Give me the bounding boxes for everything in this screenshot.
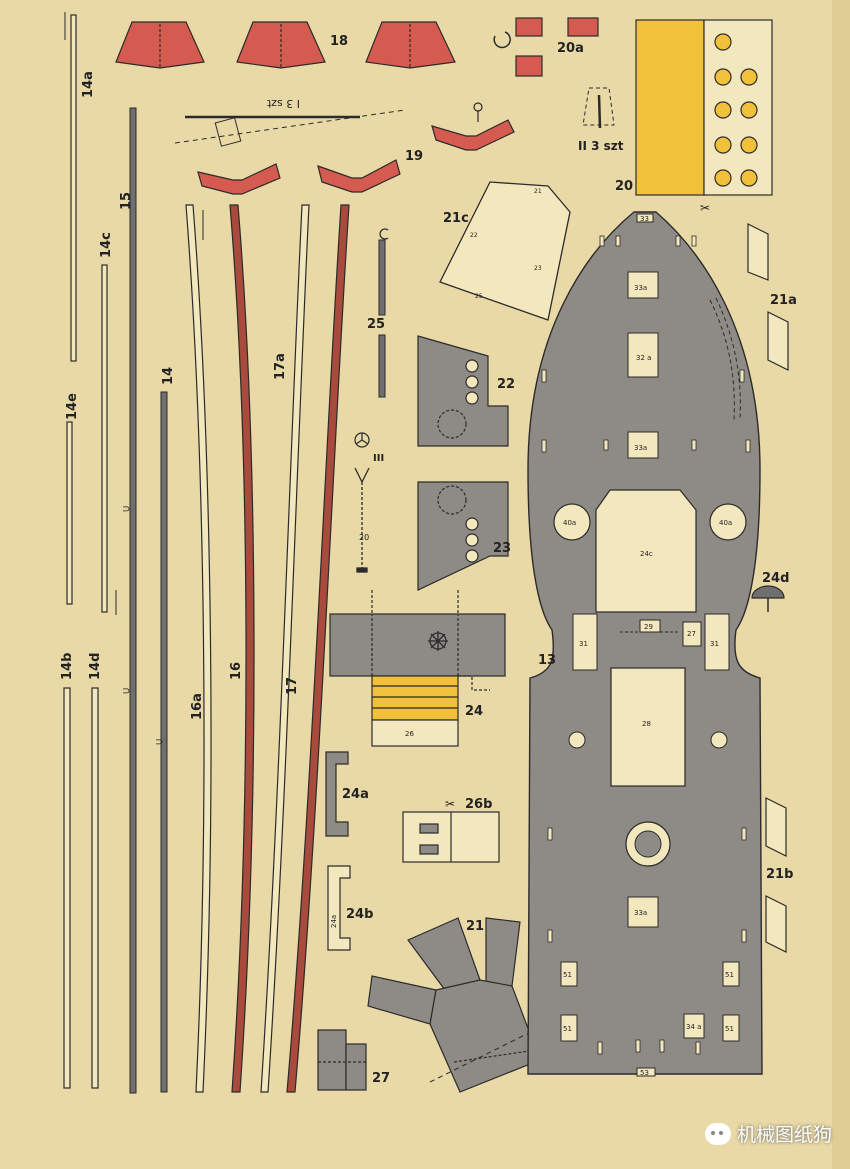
label-20: 20: [615, 179, 633, 194]
mark-29: 29: [644, 623, 653, 631]
mark-24a: 24a: [330, 915, 338, 928]
wechat-icon: [704, 1122, 731, 1145]
label-21a: 21a: [770, 293, 797, 308]
wheel-icon: [354, 432, 370, 448]
curl-icon: [493, 31, 511, 49]
label-16a: 16a: [190, 693, 205, 720]
mark-28: 28: [642, 720, 651, 728]
mark-51-2: 51: [725, 971, 734, 979]
mark-33-top: 33: [640, 215, 649, 223]
mark-40a-left: 40a: [563, 519, 576, 527]
mark-53: 53: [640, 1069, 649, 1077]
mark-24c: 24c: [640, 550, 653, 558]
label-20a: 20a: [557, 41, 584, 56]
mark-34a: 34 a: [686, 1023, 701, 1031]
mark-51-3: 51: [563, 1025, 572, 1033]
part-26b: [402, 811, 500, 863]
mark-51-1: 51: [563, 971, 572, 979]
part-24: [329, 590, 506, 747]
strip-group: [63, 12, 350, 1094]
label-21b: 21b: [766, 867, 793, 882]
part-13-deck: [527, 211, 763, 1077]
mark-22: 22: [470, 232, 478, 239]
tick-mark: ⊃: [122, 504, 130, 515]
mark-23: 23: [534, 265, 542, 272]
label-24d: 24d: [762, 571, 789, 586]
mark-III: III: [373, 453, 384, 464]
label-25: 25: [367, 317, 385, 332]
part-21c: 21 22 23 25: [439, 181, 571, 321]
part-22: [417, 335, 509, 447]
label-26b: 26b: [465, 797, 492, 812]
scissors-icon: ✂: [700, 201, 710, 215]
mark-33a-1: 33a: [634, 284, 647, 292]
mark-31-right: 31: [710, 640, 719, 648]
umbrella-icon: [751, 585, 785, 599]
label-13: 13: [538, 653, 556, 668]
part-21b: [765, 797, 787, 953]
label-14d: 14d: [88, 653, 103, 680]
mark-21: 21: [534, 188, 542, 195]
mark-40a-right: 40a: [719, 519, 732, 527]
qty-annotation-1: I 3 szt: [266, 97, 300, 110]
label-14a: 14a: [81, 71, 96, 98]
part-20a: [515, 17, 599, 77]
mark-20: 20: [359, 533, 369, 542]
part-18: [115, 21, 456, 69]
label-24b: 24b: [346, 907, 373, 922]
part-24a: [325, 751, 349, 837]
part-20: [635, 19, 773, 196]
label-17: 17: [285, 677, 300, 695]
scissors-icon-2: ✂: [445, 797, 455, 811]
mark-31-left: 31: [579, 640, 588, 648]
label-18: 18: [330, 34, 348, 49]
label-24: 24: [465, 704, 483, 719]
label-14c: 14c: [99, 232, 114, 258]
mark-27: 27: [687, 630, 696, 638]
mark-51-4: 51: [725, 1025, 734, 1033]
label-21: 21: [466, 919, 484, 934]
mark-32a: 32 a: [636, 354, 651, 362]
label-27: 27: [372, 1071, 390, 1086]
label-22: 22: [497, 377, 515, 392]
label-23: 23: [493, 541, 511, 556]
label-16: 16: [229, 662, 244, 680]
antenna-icon: [354, 467, 370, 573]
label-21c: 21c: [443, 211, 469, 226]
label-15: 15: [119, 192, 134, 210]
mark-33a-2: 33a: [634, 444, 647, 452]
tick-mark-3: ⊃: [155, 737, 163, 748]
label-14e: 14e: [65, 393, 80, 420]
mark-26: 26: [405, 730, 414, 738]
part-21a: [747, 223, 789, 371]
qty-annotation-2: II 3 szt: [578, 139, 624, 153]
watermark-text: 机械图纸狗: [736, 1124, 832, 1146]
tick-mark-2: ⊃: [122, 686, 130, 697]
part-23: [417, 481, 509, 591]
mark-25: 25: [475, 293, 483, 300]
label-14b: 14b: [60, 653, 75, 680]
part-27: [317, 1029, 367, 1091]
part-24b: [327, 865, 351, 951]
part-25: [378, 228, 389, 398]
label-17a: 17a: [273, 353, 288, 380]
label-19: 19: [405, 149, 423, 164]
label-14: 14: [161, 367, 176, 385]
part-19: [197, 119, 515, 195]
watermark: 机械图纸狗: [704, 1120, 832, 1147]
label-24a: 24a: [342, 787, 369, 802]
part-21: [367, 917, 541, 1093]
ship-wheel-icon: [428, 631, 448, 651]
mark-33a-3: 33a: [634, 909, 647, 917]
